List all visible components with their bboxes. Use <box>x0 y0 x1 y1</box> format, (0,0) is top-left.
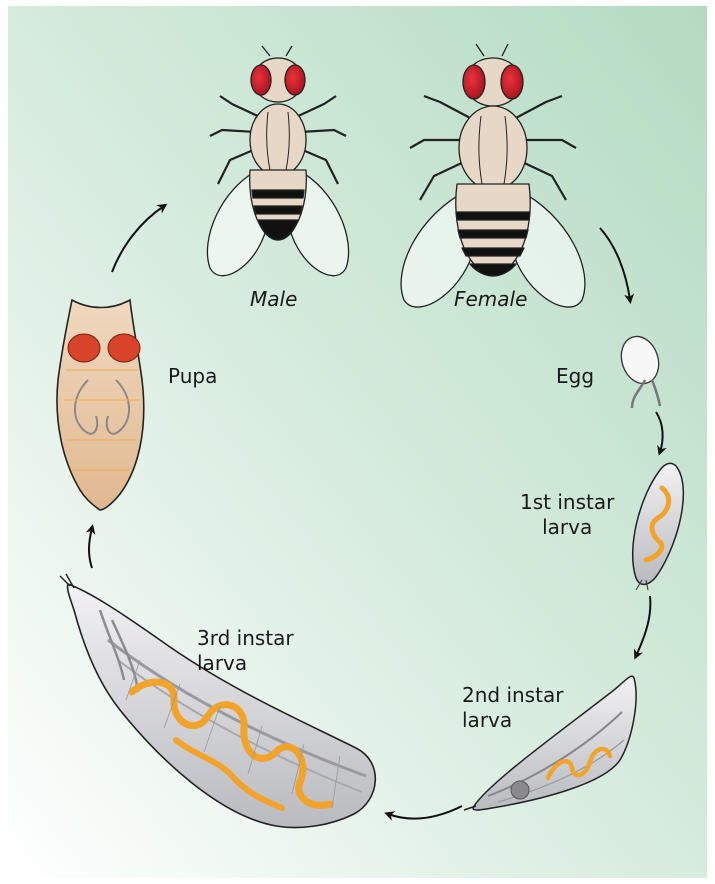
label-second-instar: 2nd instar larva <box>462 683 563 733</box>
label-pupa: Pupa <box>168 364 217 389</box>
label-male: Male <box>250 287 297 312</box>
label-third-instar-line2: larva <box>197 651 294 676</box>
label-third-instar: 3rd instar larva <box>197 626 294 676</box>
label-first-instar-line1: 1st instar <box>520 490 614 515</box>
label-second-instar-line1: 2nd instar <box>462 683 563 708</box>
label-second-instar-line2: larva <box>462 708 563 733</box>
label-first-instar: 1st instar larva <box>520 490 614 540</box>
label-egg: Egg <box>556 364 594 389</box>
label-first-instar-line2: larva <box>520 515 614 540</box>
label-female: Female <box>454 287 527 312</box>
label-third-instar-line1: 3rd instar <box>197 626 294 651</box>
